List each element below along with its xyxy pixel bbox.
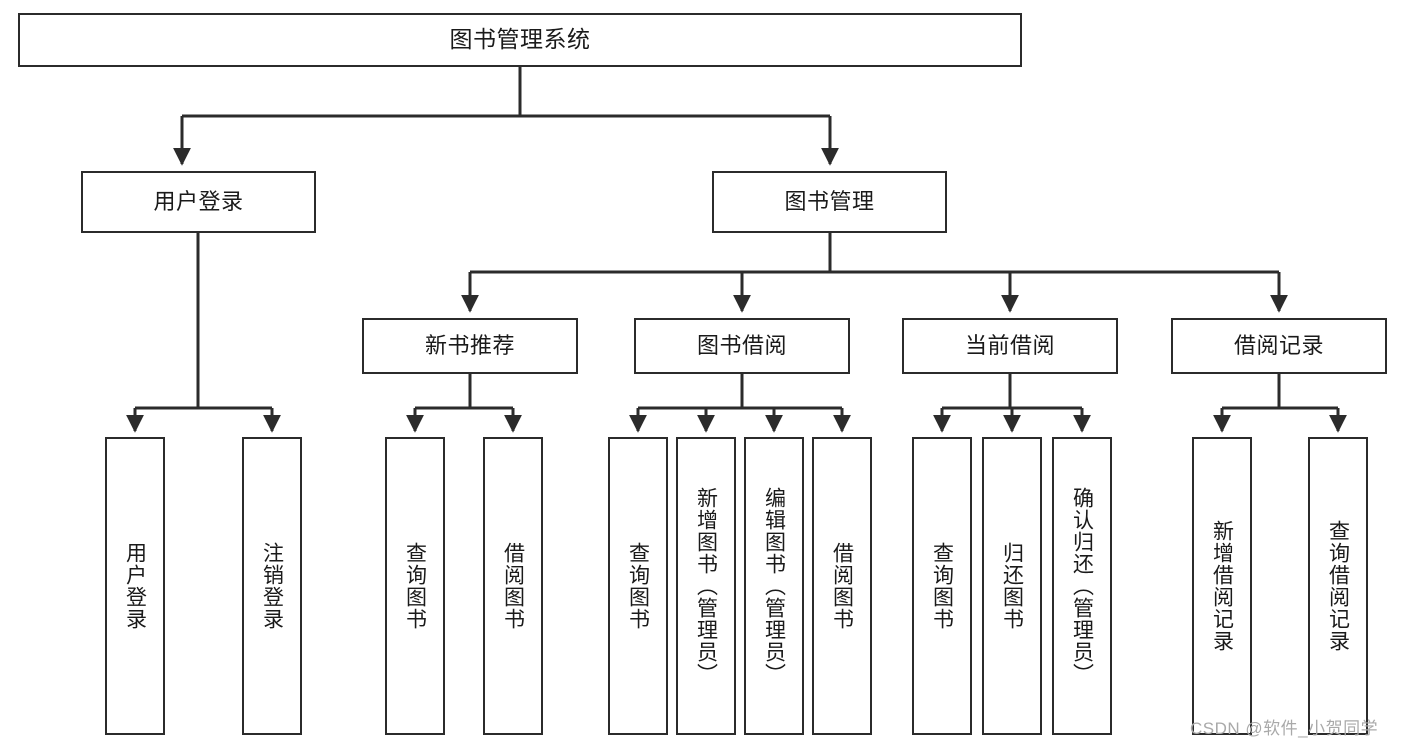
node-leaf-query-book-3-label: 查询图书 (930, 542, 954, 630)
node-new-book-recommend[interactable]: 新书推荐 (362, 318, 578, 374)
node-user-login[interactable]: 用户登录 (81, 171, 316, 233)
node-leaf-borrow-book-1[interactable]: 借阅图书 (483, 437, 543, 735)
node-current-borrow[interactable]: 当前借阅 (902, 318, 1118, 374)
node-leaf-edit-book-label: 编辑图书（管理员） (762, 487, 786, 685)
node-leaf-add-record-label: 新增借阅记录 (1210, 520, 1234, 652)
node-leaf-query-book-2-label: 查询图书 (626, 542, 650, 630)
node-borrow-record[interactable]: 借阅记录 (1171, 318, 1387, 374)
node-leaf-query-book-1[interactable]: 查询图书 (385, 437, 445, 735)
node-book-manage[interactable]: 图书管理 (712, 171, 947, 233)
node-new-book-recommend-label: 新书推荐 (424, 333, 515, 359)
node-root-label: 图书管理系统 (449, 26, 591, 53)
node-current-borrow-label: 当前借阅 (964, 333, 1055, 359)
node-leaf-user-login-label: 用户登录 (123, 542, 147, 630)
node-leaf-return-book-label: 归还图书 (1000, 542, 1024, 630)
node-leaf-logout[interactable]: 注销登录 (242, 437, 302, 735)
node-book-manage-label: 图书管理 (784, 189, 875, 215)
node-leaf-query-record[interactable]: 查询借阅记录 (1308, 437, 1368, 735)
node-leaf-logout-label: 注销登录 (260, 542, 284, 630)
node-leaf-borrow-book-1-label: 借阅图书 (501, 542, 525, 630)
node-leaf-borrow-book-2[interactable]: 借阅图书 (812, 437, 872, 735)
node-leaf-add-book-label: 新增图书（管理员） (694, 487, 718, 685)
node-leaf-query-book-2[interactable]: 查询图书 (608, 437, 668, 735)
node-leaf-add-record[interactable]: 新增借阅记录 (1192, 437, 1252, 735)
node-leaf-edit-book[interactable]: 编辑图书（管理员） (744, 437, 804, 735)
node-leaf-return-book[interactable]: 归还图书 (982, 437, 1042, 735)
node-leaf-add-book[interactable]: 新增图书（管理员） (676, 437, 736, 735)
node-leaf-confirm-return-label: 确认归还（管理员） (1070, 487, 1094, 685)
node-leaf-confirm-return[interactable]: 确认归还（管理员） (1052, 437, 1112, 735)
node-leaf-user-login[interactable]: 用户登录 (105, 437, 165, 735)
node-root[interactable]: 图书管理系统 (18, 13, 1022, 67)
node-user-login-label: 用户登录 (153, 189, 244, 215)
node-book-borrow-label: 图书借阅 (696, 333, 787, 359)
node-leaf-query-book-3[interactable]: 查询图书 (912, 437, 972, 735)
node-leaf-query-book-1-label: 查询图书 (403, 542, 427, 630)
node-book-borrow[interactable]: 图书借阅 (634, 318, 850, 374)
node-leaf-query-record-label: 查询借阅记录 (1326, 520, 1350, 652)
node-leaf-borrow-book-2-label: 借阅图书 (830, 542, 854, 630)
node-borrow-record-label: 借阅记录 (1233, 333, 1324, 359)
